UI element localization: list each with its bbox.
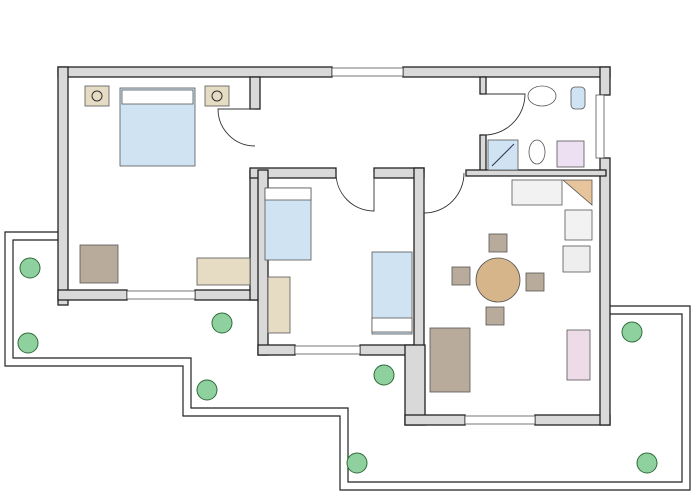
plant-icon: [373, 364, 395, 386]
nightstand-left: [84, 85, 110, 107]
wall-bath-left: [479, 134, 487, 176]
terrace: [4, 231, 691, 491]
furniture: [79, 85, 593, 393]
wall-kitchen-bottom-left: [404, 414, 466, 426]
wall-kids-bottom-left: [257, 344, 296, 356]
sink: [527, 85, 557, 107]
walls: [57, 66, 611, 426]
sofa: [429, 327, 471, 393]
wall-top-right: [402, 66, 611, 78]
lamp-icon: [211, 90, 223, 102]
nightstand-right: [204, 85, 230, 107]
stove: [564, 209, 593, 241]
washing-machine: [556, 140, 585, 168]
single-bed-2-pillow: [371, 317, 413, 333]
plant-icon: [17, 332, 39, 354]
wall-kitchen-left: [404, 344, 426, 426]
tv-cabinet: [566, 329, 591, 381]
plant-icon: [621, 321, 643, 343]
wall-right: [599, 157, 611, 426]
bidet: [528, 139, 546, 165]
plants: [17, 257, 658, 474]
lamp-icon: [91, 90, 103, 102]
dining-chair: [525, 272, 545, 292]
wall-bath-bottom: [465, 169, 607, 177]
dining-chair: [488, 233, 508, 253]
plant-icon: [636, 452, 658, 474]
window-kitchen: [464, 415, 536, 425]
terrace-outer-line: [4, 231, 691, 491]
windows: [126, 67, 605, 425]
window-kids: [294, 345, 361, 355]
dining-table: [475, 257, 521, 303]
bed-pillows: [121, 89, 194, 105]
doors: [217, 93, 526, 214]
plant-icon: [346, 452, 368, 474]
toilet: [570, 86, 586, 110]
plant-icon: [211, 312, 233, 334]
plant-icon: [19, 257, 41, 279]
fridge: [562, 245, 591, 273]
wall-kitchen-bottom-right: [534, 414, 611, 426]
corner-counter: [561, 179, 593, 206]
window-bathroom: [595, 94, 605, 159]
door-bathroom: [482, 93, 526, 136]
wall-bedroom-right-top: [249, 76, 261, 110]
dining-chair: [451, 266, 471, 286]
single-bed-1-pillow: [264, 187, 312, 201]
wall-kids-right: [413, 167, 425, 356]
door-kitchen: [423, 172, 465, 214]
wall-top-left: [57, 66, 333, 78]
door-bedroom: [217, 108, 256, 147]
door-kids: [335, 172, 375, 212]
desk: [267, 276, 291, 334]
wall-bath-left-top: [479, 76, 487, 95]
plant-icon: [196, 379, 218, 401]
wall-left: [57, 66, 69, 306]
dining-chair: [485, 306, 505, 326]
sideboard: [196, 257, 251, 286]
terrace-inner-line: [12, 239, 683, 483]
window-hall: [331, 67, 404, 77]
shower-diagonal: [491, 143, 515, 167]
window-bedroom: [126, 290, 196, 300]
kitchen-sink-counter: [511, 179, 563, 206]
wall-right-top: [599, 66, 611, 96]
wall-bedroom-bottom-left: [57, 289, 128, 301]
armchair: [79, 244, 119, 284]
